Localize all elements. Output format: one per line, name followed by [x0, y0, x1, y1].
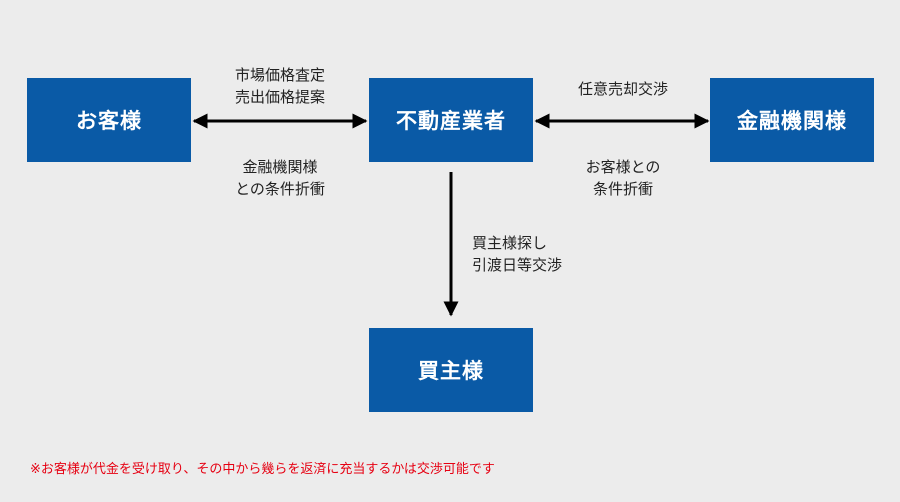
node-customer-label: お客様: [76, 109, 142, 133]
edge-label-line: 条件折衝: [592, 180, 653, 198]
edge-label-customer-agent-top: 市場価格査定 売出価格提案: [200, 64, 360, 108]
node-agent: 不動産業者: [369, 78, 533, 162]
edge-label-line: との条件折衝: [235, 180, 325, 198]
edge-label-line: 任意売却交渉: [577, 80, 668, 98]
edge-label-line: 金融機関様: [242, 158, 318, 176]
edge-label-agent-bank-top: 任意売却交渉: [543, 78, 703, 100]
edge-label-line: 市場価格査定: [234, 66, 325, 84]
edge-label-line: 売出価格提案: [234, 88, 325, 106]
edge-label-agent-bank-bottom: お客様との 条件折衝: [543, 156, 703, 200]
node-bank-label: 金融機関様: [737, 109, 847, 133]
node-customer: お客様: [27, 78, 191, 162]
edge-label-customer-agent-bottom: 金融機関様 との条件折衝: [200, 156, 360, 200]
node-buyer: 買主様: [369, 328, 533, 412]
node-agent-label: 不動産業者: [396, 109, 506, 133]
footnote: ※お客様が代金を受け取り、その中から幾らを返済に充当するかは交渉可能です: [30, 462, 495, 477]
edge-label-agent-buyer: 買主様探し 引渡日等交渉: [472, 232, 562, 276]
node-buyer-label: 買主様: [418, 359, 484, 383]
edge-label-line: 買主様探し: [472, 234, 548, 252]
node-bank: 金融機関様: [710, 78, 874, 162]
edge-label-line: 引渡日等交渉: [472, 256, 563, 274]
edge-label-line: お客様との: [585, 158, 661, 176]
